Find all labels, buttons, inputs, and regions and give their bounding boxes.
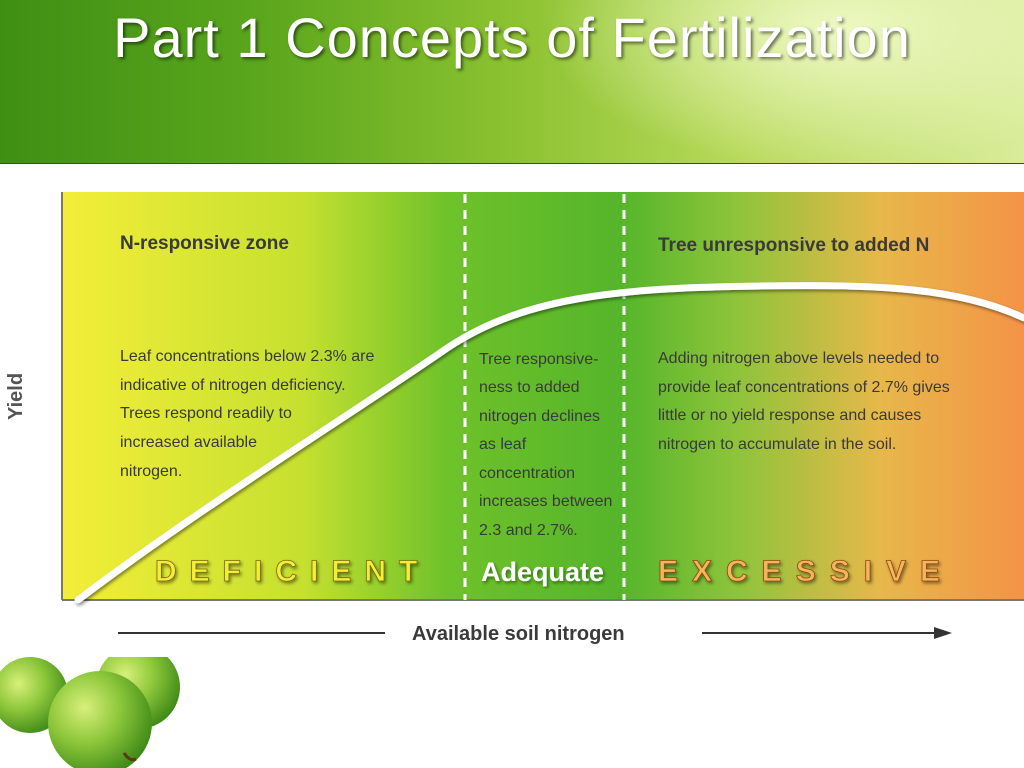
zone-heading-unresponsive: Tree unresponsive to added N (658, 235, 929, 256)
zone-heading-responsive: N-responsive zone (120, 233, 289, 254)
zone-text-right: little or no yield response and causes (658, 407, 921, 424)
green-apples-icon (0, 657, 180, 768)
slide-title: Part 1 Concepts of Fertilization (113, 6, 911, 69)
band-label-excessive: EXCESSIVE (658, 555, 954, 588)
band-label-adequate: Adequate (481, 557, 604, 587)
zone-text-middle: nitrogen declines (479, 408, 600, 425)
arrow-right-icon (934, 627, 952, 639)
yield-curve (74, 282, 1024, 604)
zone-text-right: nitrogen to accumulate in the soil. (658, 436, 896, 453)
band-label-deficient: DEFICIENT (155, 555, 430, 588)
zone-text-left: Leaf concentrations below 2.3% are (120, 348, 374, 365)
zone-text-left: indicative of nitrogen deficiency. (120, 377, 346, 394)
zone-text-middle: concentration (479, 465, 575, 482)
zone-text-middle: increases between (479, 493, 612, 510)
diagram-background (62, 192, 1024, 600)
zone-text-left: increased available (120, 434, 257, 451)
zone-text-left: Trees respond readily to (120, 405, 292, 422)
zone-text-left: nitrogen. (120, 463, 182, 480)
zone-text-middle: Tree responsive- (479, 351, 598, 368)
zone-text-right: Adding nitrogen above levels needed to (658, 350, 939, 367)
zone-text-middle: as leaf (479, 436, 527, 453)
title-banner: Part 1 Concepts of Fertilization (0, 0, 1024, 164)
zone-text-middle: 2.3 and 2.7%. (479, 522, 578, 539)
nitrogen-yield-diagram: N-responsive zone Leaf concentrations be… (61, 192, 1024, 645)
zone-text-middle: ness to added (479, 379, 580, 396)
x-axis-label: Available soil nitrogen (412, 623, 625, 645)
zone-text-right: provide leaf concentrations of 2.7% give… (658, 379, 950, 396)
y-axis-label: Yield (5, 372, 27, 420)
